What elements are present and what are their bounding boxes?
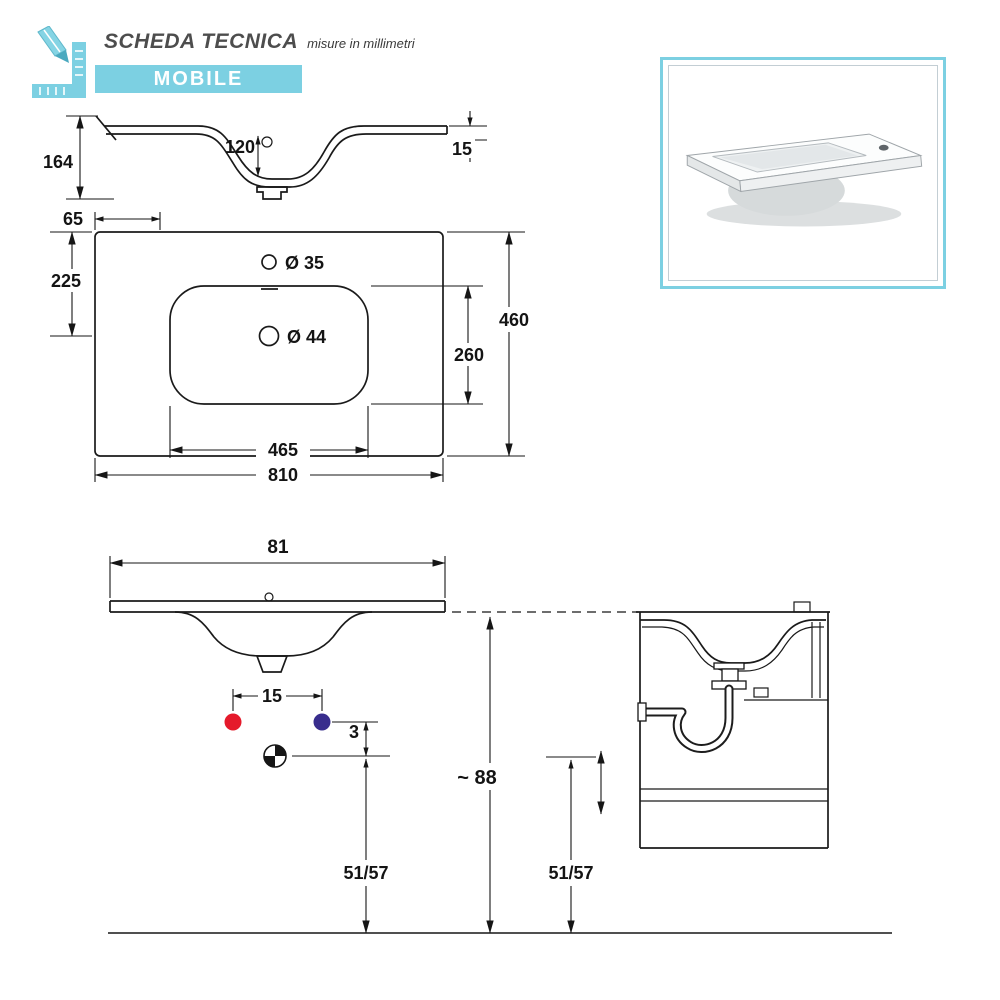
- top-plan-view: Ø 35 Ø 44 65 225 460: [45, 209, 537, 486]
- ruler-pencil-icon: [32, 26, 86, 98]
- dim-floor-clearance-front: 51/57: [334, 758, 398, 934]
- sink-outline: [94, 231, 444, 457]
- hot-water-point: [224, 713, 242, 731]
- dim-floor-clearance-section-label: 51/57: [548, 863, 593, 883]
- dim-supply-spacing-label: 15: [262, 686, 282, 706]
- dim-left-offset-label: 65: [63, 209, 83, 229]
- section-bowl-outer: [640, 619, 826, 664]
- profile-left-cut: [95, 115, 117, 141]
- dim-floor-clearance-section: 51/57: [539, 756, 603, 934]
- dim-basin-width: 465: [169, 406, 369, 461]
- wall-outlet-flange: [637, 702, 647, 722]
- dim-back-to-drain-label: 225: [51, 271, 81, 291]
- drain-datum-symbol: [263, 744, 287, 768]
- dim-total-height: 164: [43, 115, 114, 200]
- dim-supply-drain-offset-label: 3: [349, 722, 359, 742]
- dim-supply-drain-offset: 3: [292, 721, 390, 757]
- bracket-detail: [753, 687, 769, 698]
- drain-tailpiece: [255, 655, 289, 673]
- dim-supply-spacing: 15: [232, 685, 323, 711]
- dim-back-to-drain: 225: [45, 231, 92, 337]
- dim-left-offset: 65: [63, 209, 161, 230]
- dim-basin-depth-plan-label: 260: [454, 345, 484, 365]
- dim-total-height-label: 164: [43, 152, 73, 172]
- side-profile-view: 164 120 15: [43, 111, 487, 200]
- tap-hole-front: [264, 592, 274, 602]
- dim-width-cm-label: 81: [267, 537, 289, 558]
- dim-basin-width-label: 465: [268, 440, 298, 460]
- dim-total-width-label: 810: [268, 465, 298, 485]
- dim-total-depth: 460: [447, 231, 537, 457]
- dim-basin-depth-plan: 260: [371, 285, 492, 405]
- photo-tap-hole: [878, 144, 889, 151]
- dim-total-depth-label: 460: [499, 310, 529, 330]
- dim-edge-thickness-label: 15: [452, 139, 472, 159]
- product-photo-border: [668, 65, 938, 281]
- tap-hole: [261, 254, 277, 270]
- dim-width-cm: 81: [109, 537, 446, 598]
- profile-drain: [256, 186, 288, 200]
- tap-hole-label: Ø 35: [285, 253, 324, 273]
- dim-total-width: 810: [94, 458, 444, 486]
- dim-floor-clearance-front-label: 51/57: [343, 863, 388, 883]
- dim-basin-depth-label: 120: [225, 137, 255, 157]
- units-note: misure in millimetri: [307, 36, 415, 51]
- basin-underside: [174, 611, 373, 657]
- dim-total-height-front: ~ 88: [446, 616, 509, 934]
- drain-hole-label: Ø 44: [287, 327, 326, 347]
- front-view: 81 15 3: [109, 537, 638, 934]
- dim-edge-thickness: 15: [448, 111, 487, 162]
- dim-total-height-front-label: ~ 88: [457, 767, 496, 789]
- page-title: SCHEDA TECNICA: [104, 30, 299, 53]
- header: SCHEDA TECNICA misure in millimetri: [104, 30, 415, 54]
- section-view: 51/57: [539, 601, 830, 934]
- profile-top-contour: [104, 125, 447, 180]
- product-photo-frame: [660, 57, 946, 289]
- cold-water-point: [313, 713, 331, 731]
- basin-outline: [169, 285, 369, 405]
- product-photo: [685, 133, 923, 227]
- dim-basin-depth: 120: [225, 135, 261, 177]
- overflow-hole-mark: [261, 136, 273, 148]
- drain-tail: [721, 668, 739, 682]
- section-banner: MOBILE: [95, 65, 302, 93]
- tap-mount: [793, 601, 811, 613]
- drain-flange: [713, 662, 745, 670]
- siphon-trap: [641, 684, 734, 753]
- drain-hole: [258, 325, 280, 347]
